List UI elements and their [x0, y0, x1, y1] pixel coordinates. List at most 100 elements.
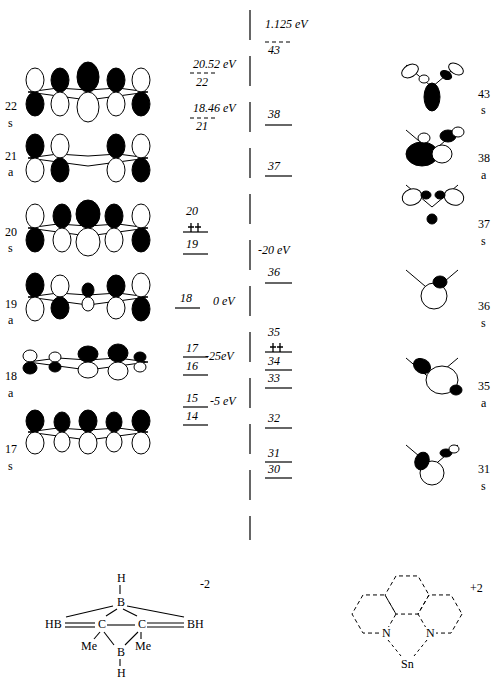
orbital-lobe: [132, 92, 150, 116]
orbital-lobe: [424, 83, 440, 111]
atom-label: C: [97, 618, 107, 630]
orbital-lobe: [108, 362, 128, 380]
symmetry-label: s: [8, 460, 13, 472]
molecular-orbital: [399, 61, 465, 111]
chemical-bond: [119, 659, 120, 666]
orbital-number: 31: [478, 463, 490, 475]
level-number: 15: [186, 392, 198, 404]
molecular-orbital: [26, 62, 150, 122]
orbital-number: 21: [5, 150, 17, 162]
molecular-orbital: [26, 200, 150, 256]
symmetry-label: s: [481, 480, 486, 492]
orbital-lobe: [134, 352, 146, 362]
orbital-lobe: [51, 297, 69, 319]
energy-level: [190, 72, 218, 73]
orbital-lobe: [53, 204, 71, 228]
energy-level: [265, 282, 292, 283]
orbital-number: 38: [478, 152, 490, 164]
orbital-number: 43: [478, 88, 490, 100]
orbital-lobe: [51, 275, 69, 297]
orbital-lobe: [26, 92, 44, 116]
molecular-orbital: [23, 344, 148, 380]
molecular-orbital: [26, 134, 150, 182]
molecular-orbital: [406, 127, 464, 166]
symmetry-label: s: [8, 117, 13, 129]
orbital-lobe: [132, 134, 150, 158]
energy-level: [265, 175, 292, 176]
orbital-number: 22: [5, 100, 17, 112]
orbital-lobe: [107, 158, 125, 182]
level-number: 36: [268, 266, 280, 278]
orbital-lobe: [54, 412, 70, 432]
atom-label: Me: [80, 640, 98, 652]
symmetry-label: s: [8, 242, 13, 254]
orbital-lobe: [106, 432, 122, 452]
level-number: 17: [186, 342, 198, 354]
electron-pair: [270, 343, 276, 352]
orbital-number: 20: [5, 226, 17, 238]
orbital-lobe: [51, 158, 69, 182]
energy-level: [183, 253, 208, 254]
orbital-lobe: [77, 62, 99, 92]
charge-label: -2: [200, 578, 210, 590]
energy-level: [183, 356, 208, 357]
orbital-lobe: [53, 228, 71, 252]
orbital-lobe: [132, 273, 150, 297]
symmetry-label: a: [8, 387, 13, 399]
orbital-lobe: [435, 191, 445, 199]
energy-level: [183, 231, 208, 232]
orbital-lobe: [106, 412, 122, 432]
orbital-lobe: [23, 350, 37, 362]
orbital-lobe: [26, 68, 44, 92]
energy-level: [265, 41, 292, 42]
orbital-lobe: [108, 344, 128, 362]
chemical-bond: [65, 626, 95, 627]
charge-label: +2: [470, 582, 483, 594]
orbital-lobe: [132, 432, 150, 454]
orbital-lobe: [447, 61, 466, 78]
energy-level: [183, 406, 208, 407]
orbital-lobe: [51, 68, 69, 92]
atom-label: H: [116, 667, 127, 679]
orbital-lobe: [78, 362, 98, 378]
orbital-lobe: [107, 92, 125, 116]
electron-pair: [188, 223, 194, 232]
symmetry-label: a: [8, 166, 13, 178]
atom-label: N: [425, 627, 436, 639]
level-number: 35: [268, 326, 280, 338]
level-number: 14: [186, 410, 198, 422]
orbital-number: 35: [478, 380, 490, 392]
energy-level: [175, 307, 200, 308]
level-number: 20: [186, 205, 198, 217]
symmetry-label: s: [481, 104, 486, 116]
orbital-lobe: [26, 204, 44, 228]
axis-energy: -5 eV: [210, 395, 236, 407]
orbital-lobe: [107, 134, 125, 158]
orbital-lobe: [442, 186, 466, 208]
chemical-bond: [147, 626, 184, 627]
orbital-lobe: [77, 92, 99, 122]
orbital-lobe: [26, 158, 44, 182]
atom-label: BH: [186, 618, 205, 630]
orbital-lobe: [76, 228, 100, 256]
molecular-orbital: [26, 410, 150, 454]
orbital-lobe: [26, 297, 44, 321]
orbital-lobe: [450, 385, 462, 395]
symmetry-label: a: [8, 314, 13, 326]
level-number: 19: [186, 238, 198, 250]
orbital-lobe: [134, 362, 146, 372]
orbital-lobe: [26, 134, 44, 158]
atom-label: Sn: [400, 658, 415, 670]
level-number: 18: [180, 292, 192, 304]
symmetry-label: a: [481, 397, 486, 409]
atom-label: Me: [134, 640, 152, 652]
chemical-bond: [140, 632, 141, 639]
orbital-lobe: [132, 158, 150, 182]
molecular-orbital: [406, 445, 459, 485]
molecular-orbital: [406, 270, 458, 309]
orbital-lobe: [132, 228, 150, 252]
orbital-lobe: [449, 445, 459, 453]
atom-label: B: [116, 646, 126, 658]
